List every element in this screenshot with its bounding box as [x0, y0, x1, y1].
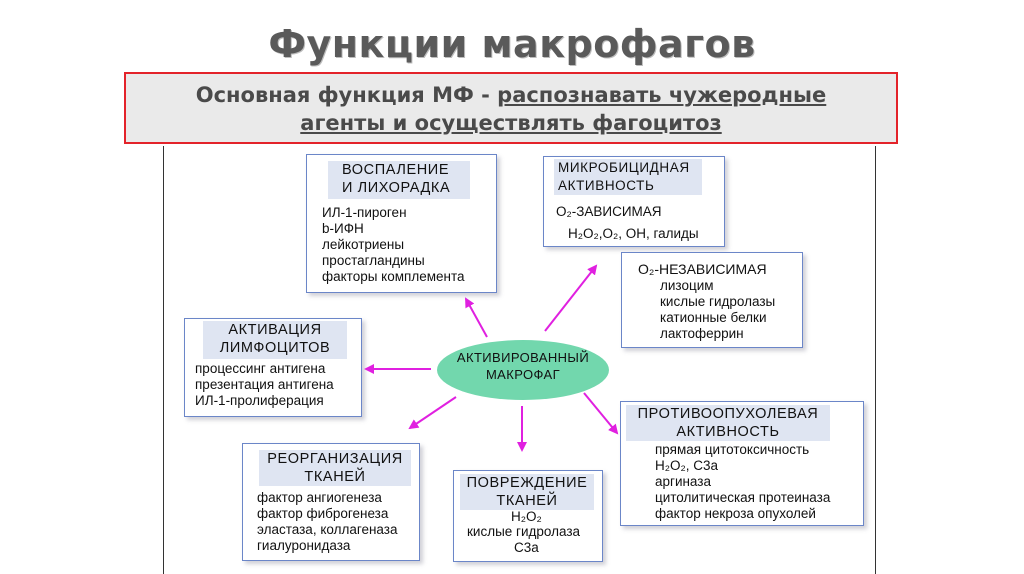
damage-item: кислые гидролаза: [467, 524, 581, 539]
activated-macrophage-ellipse: [437, 340, 609, 400]
microbicidal-header-line-1: МИКРОБИЦИДНАЯ: [558, 160, 690, 175]
o2-independent-item: лизоцим: [660, 278, 714, 293]
center-line-1: АКТИВИРОВАННЫЙ: [456, 350, 590, 365]
o2-independent-item: катионные белки: [660, 310, 767, 325]
lymphocyte-item: презентация антигена: [195, 377, 334, 392]
inflammation-item: b-ИФН: [322, 221, 364, 236]
lymphocyte-header-line-1: АКТИВАЦИЯ: [228, 322, 322, 338]
activated-macrophage-label: АКТИВИРОВАННЫЙ МАКРОФАГ: [437, 349, 609, 383]
arrow-to-inflammation: [465, 297, 488, 338]
reorganization-item: фактор ангиогенеза: [257, 490, 382, 505]
microbicidal-header: МИКРОБИЦИДНАЯ АКТИВНОСТЬ: [554, 159, 702, 195]
o2-independent-item: кислые гидролазы: [660, 294, 776, 309]
antitumor-header-line-1: ПРОТИВООПУХОЛЕВАЯ: [637, 406, 819, 422]
reorganization-item: эластаза, коллагеназа: [257, 522, 398, 537]
antitumor-item: фактор некроза опухолей: [655, 506, 816, 521]
center-line-2: МАКРОФАГ: [485, 367, 561, 382]
slide-title: Функции макрофагов: [268, 22, 756, 66]
o2-independent-item: лактоферрин: [660, 326, 744, 341]
damage-item: С3а: [514, 540, 539, 555]
banner-prefix: Основная функция МФ -: [195, 83, 498, 107]
o2-independent-box: [621, 252, 803, 348]
arrow-to-microbicidal: [544, 264, 598, 332]
inflammation-item: факторы комплемента: [322, 269, 465, 284]
lymphocyte-activation-header: АКТИВАЦИЯ ЛИМФОЦИТОВ: [203, 321, 347, 359]
main-function-banner: Основная функция МФ - распознавать чужер…: [124, 72, 898, 144]
reorganization-item: гиалуронидаза: [257, 538, 351, 553]
diagram-frame: [163, 146, 876, 574]
damage-header-line-2: ТКАНЕЙ: [496, 493, 558, 509]
o2-independent-header: О₂-НЕЗАВИСИМАЯ: [638, 261, 767, 277]
banner-underlined-2: агенты и осуществлять фагоцитоз: [300, 111, 722, 135]
reorganization-header-line-1: РЕОРГАНИЗАЦИЯ: [267, 451, 403, 467]
antitumor-header: ПРОТИВООПУХОЛЕВАЯ АКТИВНОСТЬ: [626, 405, 830, 441]
banner-line-1: Основная функция МФ - распознавать чужер…: [126, 81, 896, 109]
inflammation-item: простагландины: [322, 253, 425, 268]
lymphocyte-item: процессинг антигена: [195, 361, 326, 376]
inflammation-header-line-1: ВОСПАЛЕНИЕ: [342, 162, 450, 178]
inflammation-header-line-2: И ЛИХОРАДКА: [342, 180, 451, 196]
tissue-reorganization-header: РЕОРГАНИЗАЦИЯ ТКАНЕЙ: [259, 450, 411, 486]
inflammation-item: лейкотриены: [322, 237, 405, 252]
lymphocyte-header-line-2: ЛИМФОЦИТОВ: [219, 340, 331, 356]
microbicidal-header-line-2: АКТИВНОСТЬ: [558, 178, 655, 193]
reorganization-header-line-2: ТКАНЕЙ: [304, 469, 366, 485]
banner-underlined-1: распознавать чужеродные: [497, 83, 827, 107]
tissue-damage-header: ПОВРЕЖДЕНИЕ ТКАНЕЙ: [460, 474, 594, 510]
damage-item: Н₂О₂: [511, 509, 542, 524]
microbicidal-item: Н₂О₂,О₂, ОН, галиды: [568, 226, 699, 241]
arrow-to-antitumor: [583, 392, 619, 435]
antitumor-item: прямая цитотоксичность: [655, 442, 810, 457]
microbicidal-item: О₂-ЗАВИСИМАЯ: [556, 204, 662, 219]
antitumor-item: аргиназа: [655, 474, 711, 489]
inflammation-item: ИЛ-1-пироген: [322, 205, 407, 220]
antitumor-item: Н₂О₂, С3а: [655, 458, 718, 473]
antitumor-header-line-2: АКТИВНОСТЬ: [676, 424, 780, 440]
antitumor-item: цитолитическая протеиназа: [655, 490, 831, 505]
arrow-to-reorganization: [408, 396, 457, 430]
lymphocyte-item: ИЛ-1-пролиферация: [195, 393, 324, 408]
reorganization-item: фактор фиброгенеза: [257, 506, 389, 521]
banner-line-2: агенты и осуществлять фагоцитоз: [126, 109, 896, 137]
damage-header-line-1: ПОВРЕЖДЕНИЕ: [466, 475, 588, 491]
inflammation-header: ВОСПАЛЕНИЕ И ЛИХОРАДКА: [328, 161, 470, 199]
